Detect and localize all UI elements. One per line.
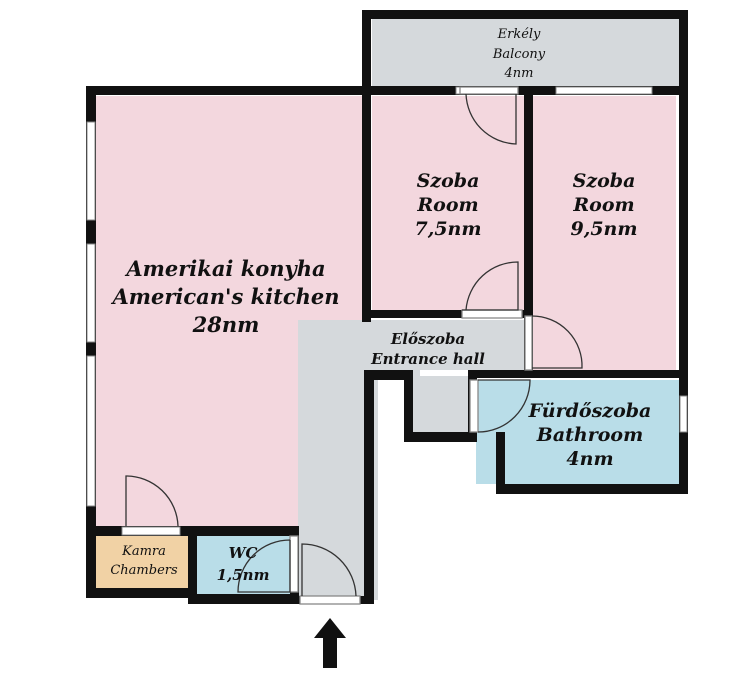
room2-area: 9,5nm — [571, 218, 638, 240]
balcony-name-en: Balcony — [492, 47, 546, 62]
arrow-up-icon — [314, 618, 346, 668]
kitchen-area: 28nm — [192, 312, 260, 337]
pantry-name-hu: Kamra — [121, 544, 166, 559]
bathroom-name-hu: Fürdőszoba — [528, 400, 652, 422]
bathroom-floor — [476, 380, 680, 484]
room2-name-en: Room — [572, 194, 634, 216]
balcony-area: 4nm — [504, 66, 534, 81]
wc-floor — [196, 536, 290, 594]
kitchen-name-en: American's kitchen — [110, 284, 339, 309]
balcony-floor — [372, 18, 680, 88]
doors — [125, 86, 583, 605]
balcony-name-hu: Erkély — [497, 27, 541, 42]
kitchen-floor — [96, 96, 366, 528]
room2-floor — [532, 96, 676, 370]
hall-name-en: Entrance hall — [370, 350, 485, 368]
room1-name-en: Room — [416, 194, 478, 216]
room1-name-hu: Szoba — [417, 170, 480, 192]
room1-area: 7,5nm — [415, 218, 482, 240]
kitchen-name-hu: Amerikai konyha — [124, 256, 325, 281]
bathroom-name-en: Bathroom — [536, 424, 643, 446]
wc-name: WC — [229, 544, 258, 562]
hall-name-hu: Előszoba — [390, 330, 465, 348]
wc-area: 1,5nm — [217, 566, 270, 584]
room2-name-hu: Szoba — [573, 170, 636, 192]
hall-nook-floor — [412, 376, 474, 432]
room1-floor — [372, 96, 524, 310]
pantry-name-en: Chambers — [110, 563, 178, 578]
pantry-floor — [96, 536, 188, 588]
bathroom-area: 4nm — [566, 448, 613, 470]
